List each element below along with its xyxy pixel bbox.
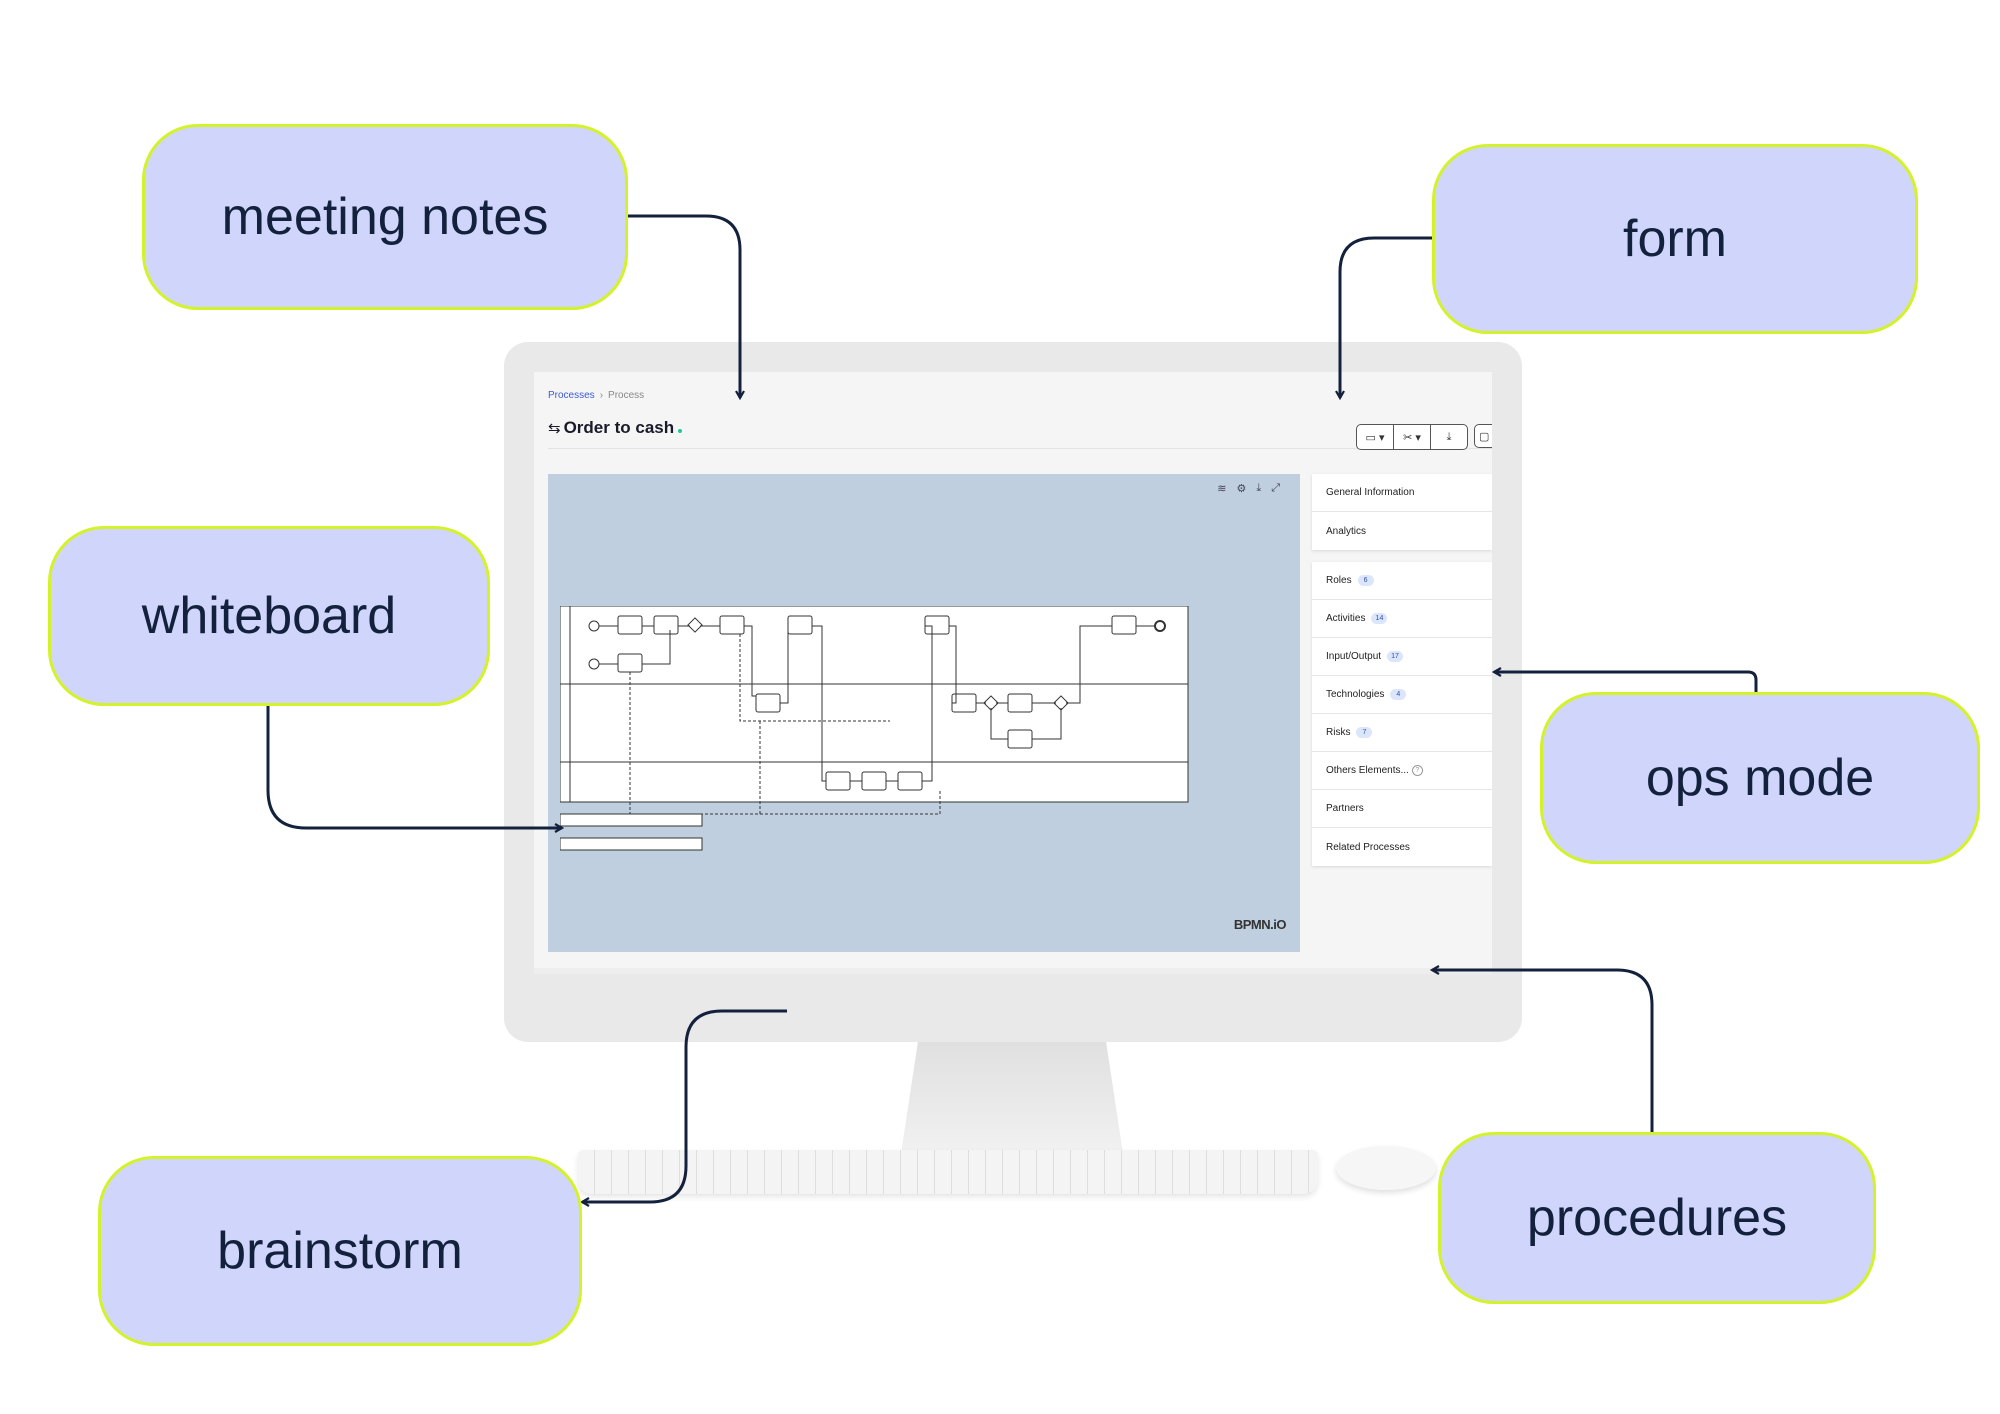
arrow-meeting-notes (628, 214, 740, 398)
sidebar-item-label: Input/Output (1326, 651, 1382, 662)
help-icon[interactable]: ? (1411, 765, 1423, 776)
arrow-brainstorm (582, 1009, 787, 1202)
sidebar-item-analytics[interactable]: Analytics (1312, 512, 1492, 550)
bpmn-diagram[interactable] (560, 606, 1200, 866)
sidebar-item-label: Technologies (1326, 689, 1385, 700)
count-badge: 7 (1356, 727, 1373, 738)
sidebar-item-general-information[interactable]: General Information (1312, 474, 1492, 512)
arrow-procedures (1432, 970, 1654, 1132)
arrow-ops-mode (1494, 672, 1758, 692)
count-badge: 4 (1390, 689, 1407, 700)
page-title: ⇆ Order to cash (548, 418, 683, 438)
page-title-text: Order to cash (563, 418, 675, 437)
sidebar-item-technologies[interactable]: Technologies 4 (1312, 676, 1492, 714)
count-badge: 17 (1387, 651, 1404, 662)
view-mode-button[interactable]: ▭ ▾ (1357, 425, 1394, 449)
arrow-form (1340, 236, 1432, 398)
sync-icon[interactable]: ⇆ (548, 420, 561, 437)
sidebar-item-label: Risks (1326, 727, 1351, 738)
sidebar-item-label: Partners (1326, 803, 1364, 814)
keyboard (578, 1150, 1318, 1194)
arrow-whiteboard (266, 706, 562, 828)
callout-whiteboard: whiteboard (48, 526, 490, 706)
bpmn-io-logo[interactable]: BPMN.iO (1233, 917, 1287, 932)
sidebar-item-label: Analytics (1326, 525, 1367, 537)
download-button[interactable]: ⤓ (1446, 430, 1452, 443)
monitor-stand (900, 1042, 1124, 1160)
mouse (1336, 1146, 1436, 1190)
sidebar-item-label: General Information (1326, 487, 1415, 498)
callout-ops-mode: ops mode (1540, 692, 1980, 864)
breadcrumb: Processes › Process (548, 390, 644, 401)
sidebar-item-label: Roles (1326, 575, 1352, 586)
settings-icon[interactable]: ⚙ (1236, 483, 1247, 495)
tools-dropdown-button[interactable]: ✂ ▾ (1394, 425, 1431, 449)
download-icon[interactable]: ⤓ (1256, 482, 1262, 494)
sidebar-item-partners[interactable]: Partners (1312, 790, 1492, 828)
elements-card: Roles 6 Activities 14 Input/Output 17 Te… (1312, 562, 1492, 866)
toolbar: ▭ ▾ ✂ ▾ ⤓ (1356, 424, 1468, 450)
fullscreen-icon[interactable]: ⤢ (1271, 482, 1280, 494)
breadcrumb-processes-link[interactable]: Processes (548, 390, 595, 401)
canvas-toolbar: ≋ ⚙ ⤓ ⤢ (1217, 482, 1280, 495)
callout-brainstorm: brainstorm (98, 1156, 582, 1346)
title-divider (548, 448, 1492, 449)
screen-bezel-strip (534, 968, 1492, 974)
app-screen: Processes › Process ⇆ Order to cash ▭ ▾ ✂ … (534, 372, 1492, 968)
sidebar-item-input-output[interactable]: Input/Output 17 (1312, 638, 1492, 676)
count-badge: 6 (1357, 575, 1374, 586)
callout-meeting-notes: meeting notes (142, 124, 628, 310)
sidebar-item-label: Related Processes (1326, 841, 1410, 853)
callout-procedures: procedures (1438, 1132, 1876, 1304)
count-badge: 14 (1371, 613, 1388, 624)
status-dot (678, 429, 683, 433)
breadcrumb-current: Process (608, 390, 645, 401)
sidebar-item-label: Activities (1326, 613, 1366, 624)
sidebar-item-related-processes[interactable]: Related Processes (1312, 828, 1492, 866)
comment-button[interactable]: ▢ (1474, 424, 1492, 448)
layers-icon[interactable]: ≋ (1217, 483, 1227, 495)
sidebar-item-label: Others Elements... (1326, 765, 1409, 776)
breadcrumb-separator: › (599, 390, 604, 401)
callout-form: form (1432, 144, 1918, 334)
info-card: General Information Analytics (1312, 474, 1492, 550)
sidebar-item-activities[interactable]: Activities 14 (1312, 600, 1492, 638)
sidebar-item-roles[interactable]: Roles 6 (1312, 562, 1492, 600)
bpmn-canvas[interactable]: ≋ ⚙ ⤓ ⤢ (548, 474, 1300, 952)
sidebar-item-others-elements[interactable]: Others Elements... ? (1312, 752, 1492, 790)
sidebar-item-risks[interactable]: Risks 7 (1312, 714, 1492, 752)
